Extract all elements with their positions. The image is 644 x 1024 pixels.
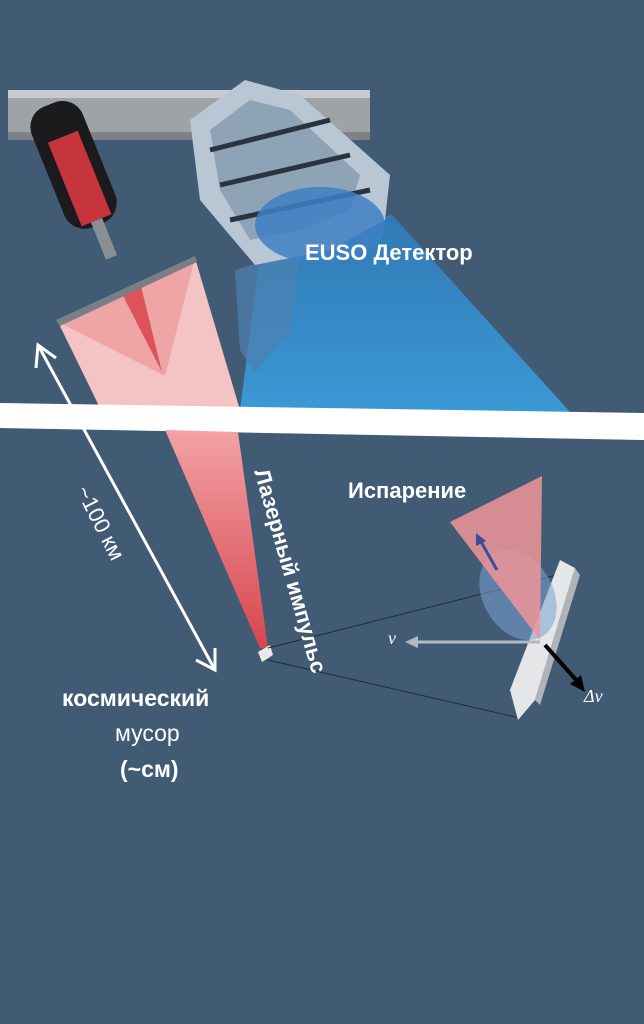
zoom-line-bottom (267, 659, 521, 719)
detector-housing-shadow (235, 250, 300, 372)
debris-label-line2: мусор (115, 720, 180, 746)
detector-label: EUSO Детектор (305, 240, 473, 265)
ablation-label: Испарение (348, 478, 467, 503)
debris-label-line1: космический (62, 685, 210, 711)
velocity-label: v (388, 628, 396, 648)
laser-core (120, 282, 162, 372)
ablation-inset (405, 476, 585, 720)
laser-mirror (56, 256, 197, 326)
euso-detector-icon (190, 80, 390, 265)
separator-band (0, 403, 644, 440)
debris-label-line3: (~см) (120, 756, 179, 782)
laser-beam-lower (165, 430, 268, 648)
delta-velocity-label: Δv (584, 686, 603, 706)
debris-icon (258, 645, 273, 662)
laser-mirror-cone (58, 258, 195, 376)
laser-telescope-icon (30, 100, 118, 260)
detector-field-of-view (240, 215, 570, 412)
distance-arrow (34, 342, 217, 673)
